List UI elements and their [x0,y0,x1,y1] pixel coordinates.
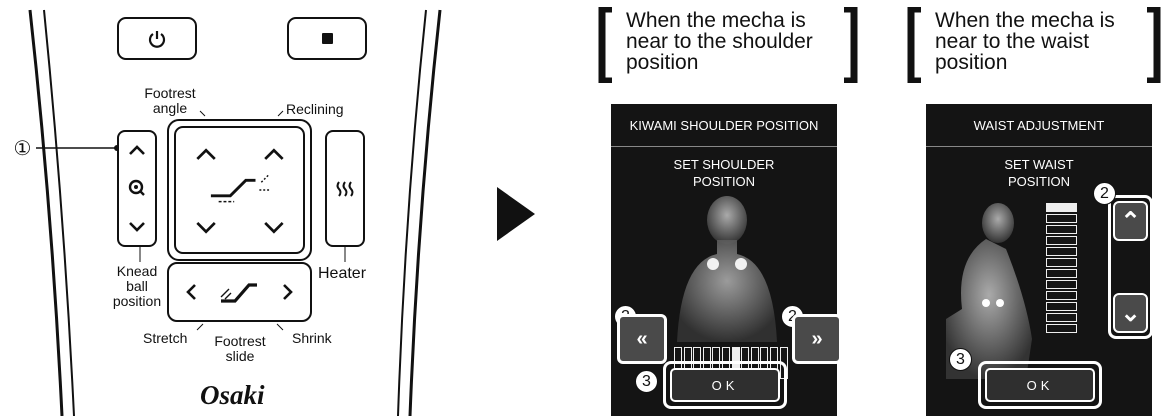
label-footrest-slide: Footrest slide [205,334,275,364]
shoulder-ok-button[interactable]: OK [670,368,780,402]
label-stretch: Stretch [143,331,187,346]
recline-pad[interactable] [174,126,305,254]
waist-position-segment [1046,203,1077,212]
waist-down-button[interactable]: ⌄ [1113,293,1148,333]
footrest-slide-icon [217,277,263,307]
label-knead-ball: Knead ball position [107,264,167,309]
waist-position-segment [1046,214,1077,223]
waist-position-segment [1046,313,1077,322]
waist-position-segment [1046,269,1077,278]
waist-position-segment [1046,225,1077,234]
knead-ball-button[interactable] [117,130,157,247]
waist-position-segment [1046,258,1077,267]
stop-icon [322,33,333,44]
knead-ball-icon [128,179,146,197]
chevron-right-icon [282,283,294,301]
recline-pad-outer [167,119,312,261]
waist-screen-title: WAIST ADJUSTMENT [926,118,1152,133]
waist-screen-subtitle: SET WAIST POSITION [926,156,1152,190]
label-footrest-angle: Footrest angle [140,86,200,116]
power-icon [146,28,168,50]
recline-pad-icons [176,126,303,254]
callout-3-shoulder: 3 [635,370,658,393]
waist-position-segment [1046,280,1077,289]
waist-heading: When the mecha is near to the waist posi… [935,10,1115,73]
power-button[interactable] [117,17,197,60]
stop-button[interactable] [287,17,367,60]
shoulder-screen-divider [611,146,837,147]
chevron-down-icon [128,221,146,233]
waist-position-segment [1046,247,1077,256]
shoulder-left-button[interactable]: « [617,314,667,364]
chevron-up-icon [128,144,146,156]
waist-ok-button[interactable]: OK [985,368,1095,402]
waist-up-button[interactable]: ⌃ [1113,201,1148,241]
label-shrink: Shrink [292,331,332,346]
waist-position-segment [1046,236,1077,245]
brand-logo: Osaki [200,380,265,411]
waist-screen-divider [926,146,1152,147]
shoulder-screen-subtitle: SET SHOULDER POSITION [611,156,837,190]
callout-1: ① [11,137,34,160]
footrest-slide-pad[interactable] [167,262,312,322]
next-step-arrow-icon [495,185,537,243]
shoulder-body-figure [661,192,791,342]
waist-position-segment [1046,291,1077,300]
label-heater: Heater [318,266,366,281]
callout-3-waist: 3 [949,348,972,371]
shoulder-heading: When the mecha is near to the shoulder p… [626,10,813,73]
waist-position-segment [1046,302,1077,311]
waist-position-segment [1046,324,1077,333]
shoulder-screen-title: KIWAMI SHOULDER POSITION [611,118,837,133]
heater-icon [334,179,356,199]
chevron-left-icon [185,283,197,301]
heater-button[interactable] [325,130,365,247]
shoulder-right-button[interactable]: » [792,314,842,364]
callout-2-waist: 2 [1093,182,1116,205]
label-reclining: Reclining [286,102,344,117]
